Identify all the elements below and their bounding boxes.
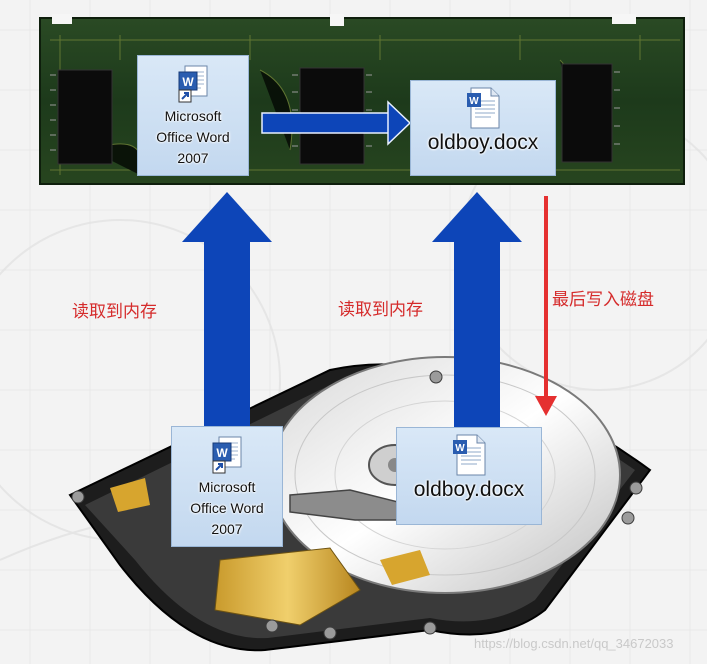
svg-text:W: W (216, 446, 228, 460)
load-into-memory-arrow (261, 100, 412, 146)
read-program-up-arrow (182, 192, 272, 429)
write-to-disk-arrow (535, 196, 557, 416)
disk-doc-file-tile: W oldboy.docx (396, 427, 542, 525)
disk-doc-file-label: oldboy.docx (413, 478, 525, 501)
svg-text:W: W (455, 443, 465, 454)
word-document-icon: W (467, 87, 500, 129)
word-shortcut-icon: W (178, 65, 208, 103)
write-to-disk-caption: 最后写入磁盘 (552, 290, 654, 310)
watermark: https://blog.csdn.net/qq_34672033 (474, 636, 674, 651)
disk-word-app-tile: W Microsoft Office Word 2007 (171, 426, 283, 547)
svg-text:W: W (182, 75, 194, 89)
word-document-icon: W (453, 434, 486, 476)
ram-doc-file-label: oldboy.docx (427, 131, 539, 154)
ram-doc-file-tile: W oldboy.docx (410, 80, 556, 176)
read-into-memory-caption-right: 读取到内存 (338, 300, 423, 320)
word-shortcut-icon: W (212, 436, 242, 474)
svg-text:W: W (469, 96, 479, 107)
ram-word-app-tile: W Microsoft Office Word 2007 (137, 55, 249, 176)
ram-word-app-label: Microsoft Office Word 2007 (156, 108, 230, 166)
read-into-memory-caption-left: 读取到内存 (72, 302, 157, 322)
read-file-up-arrow (432, 192, 522, 429)
disk-word-app-label: Microsoft Office Word 2007 (190, 479, 264, 537)
